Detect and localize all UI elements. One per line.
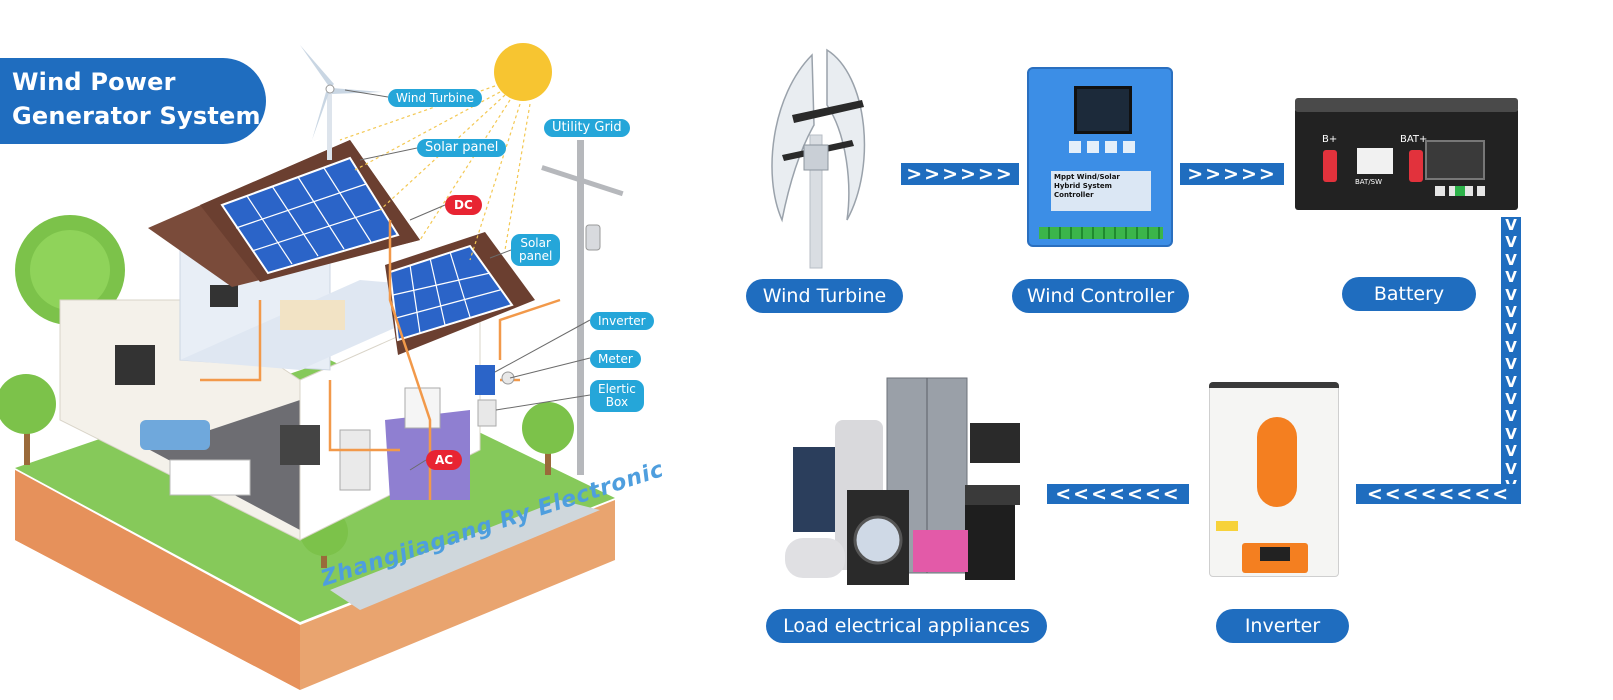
tag-solar-panel-2: Solar panel xyxy=(511,234,561,266)
tag-dc: DC xyxy=(445,195,482,215)
battery-pos-right-label: BAT+ xyxy=(1400,134,1428,145)
battery-green-port xyxy=(1455,186,1465,196)
tag-wind-turbine: Wind Turbine xyxy=(388,89,482,107)
tree-right xyxy=(522,402,574,475)
tag-ac: AC xyxy=(426,450,463,470)
tag-inverter: Inverter xyxy=(590,312,654,330)
house-illustration xyxy=(0,43,624,690)
battery-terminal-right xyxy=(1409,150,1423,182)
tag-solar-panel-2-line1: Solar xyxy=(520,236,551,250)
illustration-wind-turbine xyxy=(300,45,382,160)
battery-pos-left-label: B+ xyxy=(1322,134,1338,145)
load-appliances-image xyxy=(785,377,1020,585)
node-load-appliances: Load electrical appliances xyxy=(766,609,1047,643)
tag-electric-box-line1: Elertic xyxy=(598,382,636,396)
tag-utility-grid: Utility Grid xyxy=(544,119,630,137)
title-line-1: Wind Power xyxy=(12,68,176,96)
battery-display xyxy=(1425,140,1485,180)
tag-meter: Meter xyxy=(590,350,641,368)
inverter-lcd xyxy=(1260,547,1290,561)
title-line-2: Generator System xyxy=(12,102,261,130)
inverter-top-edge xyxy=(1209,382,1339,388)
battery-breaker xyxy=(1357,148,1393,174)
tag-solar-panel: Solar panel xyxy=(417,139,507,157)
arrow-inverter-to-load: <<<<<<< xyxy=(1047,484,1189,504)
controller-buttons xyxy=(1069,141,1139,153)
arrow-controller-to-battery: >>>>> xyxy=(1180,163,1284,185)
wind-controller-image: Mppt Wind/Solar Hybrid System Controller xyxy=(1027,67,1173,247)
controller-label-line2: Hybrid System Controller xyxy=(1054,182,1112,199)
tag-electric-box: Elertic Box xyxy=(590,380,644,412)
controller-terminals xyxy=(1039,227,1163,239)
battery-switch-label: BAT/SW xyxy=(1355,178,1383,186)
inverter-image xyxy=(1209,382,1339,577)
node-inverter: Inverter xyxy=(1216,609,1349,643)
controller-label-panel: Mppt Wind/Solar Hybrid System Controller xyxy=(1051,171,1151,211)
tree-left-small xyxy=(0,374,56,465)
battery-top xyxy=(1295,98,1518,112)
battery-image: B+ BAT+ BAT/SW xyxy=(1295,98,1518,210)
tag-solar-panel-2-line2: panel xyxy=(519,249,553,263)
node-wind-controller: Wind Controller xyxy=(1012,279,1189,313)
title-banner: Wind Power Generator System xyxy=(0,58,266,144)
arrow-turbine-to-controller: >>>>>> xyxy=(901,163,1019,185)
inverter-orange-panel xyxy=(1257,417,1297,507)
tag-electric-box-line2: Box xyxy=(605,395,629,409)
arrow-battery-down: V V V V V V V V V V V V V V V V xyxy=(1501,217,1521,504)
arrow-to-inverter: <<<<<<<< xyxy=(1356,484,1521,504)
inverter-warning-sticker xyxy=(1216,521,1238,531)
node-wind-turbine: Wind Turbine xyxy=(746,279,903,313)
controller-label-line1: Mppt Wind/Solar xyxy=(1054,173,1120,181)
controller-screen xyxy=(1074,86,1132,134)
node-battery: Battery xyxy=(1342,277,1476,311)
inverter-display-panel xyxy=(1242,543,1308,573)
battery-terminal-left xyxy=(1323,150,1337,182)
vertical-wind-turbine-image xyxy=(771,48,866,269)
